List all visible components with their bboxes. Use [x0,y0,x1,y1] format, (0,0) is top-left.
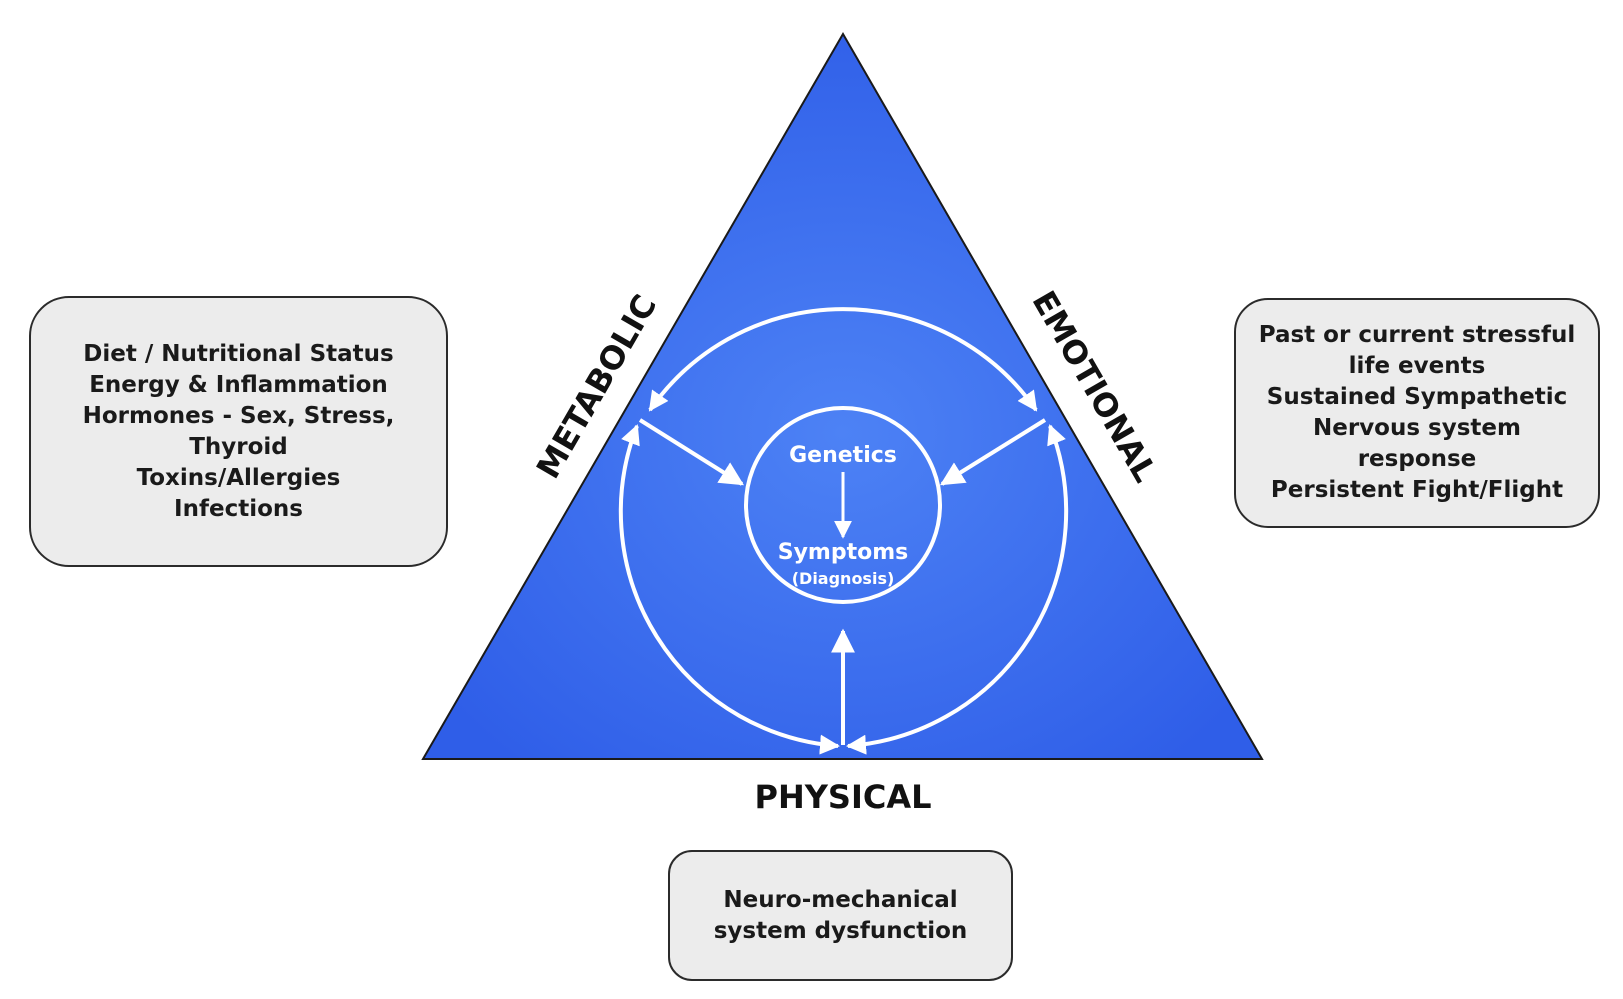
emotional-line: life events [1348,353,1486,379]
spoke-emotional [939,418,1047,486]
metabolic-factors-box: Diet / Nutritional Status Energy & Infla… [29,296,448,567]
emotional-line: response [1357,446,1477,472]
emotional-line: Persistent Fight/Flight [1270,477,1564,503]
emotional-line: Nervous system [1313,415,1521,441]
physical-line: system dysfunction [713,917,968,944]
emotional-line: Sustained Sympathetic [1266,384,1568,410]
spokes [638,418,1047,745]
spoke-metabolic [638,418,745,486]
inner-circle [744,406,942,604]
outer-cycle [618,307,1069,755]
metabolic-line: Thyroid [189,433,288,460]
arc-emotional-physical [846,424,1069,755]
emotional-factors-box: Past or current stressful life events Su… [1234,298,1600,528]
metabolic-line: Energy & Inflammation [89,371,388,398]
physical-factors-box: Neuro-mechanical system dysfunction [668,850,1013,981]
physical-line: Neuro-mechanical [723,886,958,913]
symptoms-label: Symptoms [778,540,909,565]
arc-metabolic-physical [618,424,840,755]
metabolic-line: Diet / Nutritional Status [83,340,394,367]
arc-metabolic-emotional [648,307,1038,412]
emotional-line: Past or current stressful [1258,322,1576,348]
metabolic-line: Toxins/Allergies [136,464,341,491]
physical-label: PHYSICAL [755,778,932,816]
diagnosis-label: (Diagnosis) [792,569,895,588]
metabolic-line: Hormones - Sex, Stress, [82,402,395,429]
genetics-label: Genetics [789,443,897,468]
metabolic-line: Infections [174,495,303,522]
